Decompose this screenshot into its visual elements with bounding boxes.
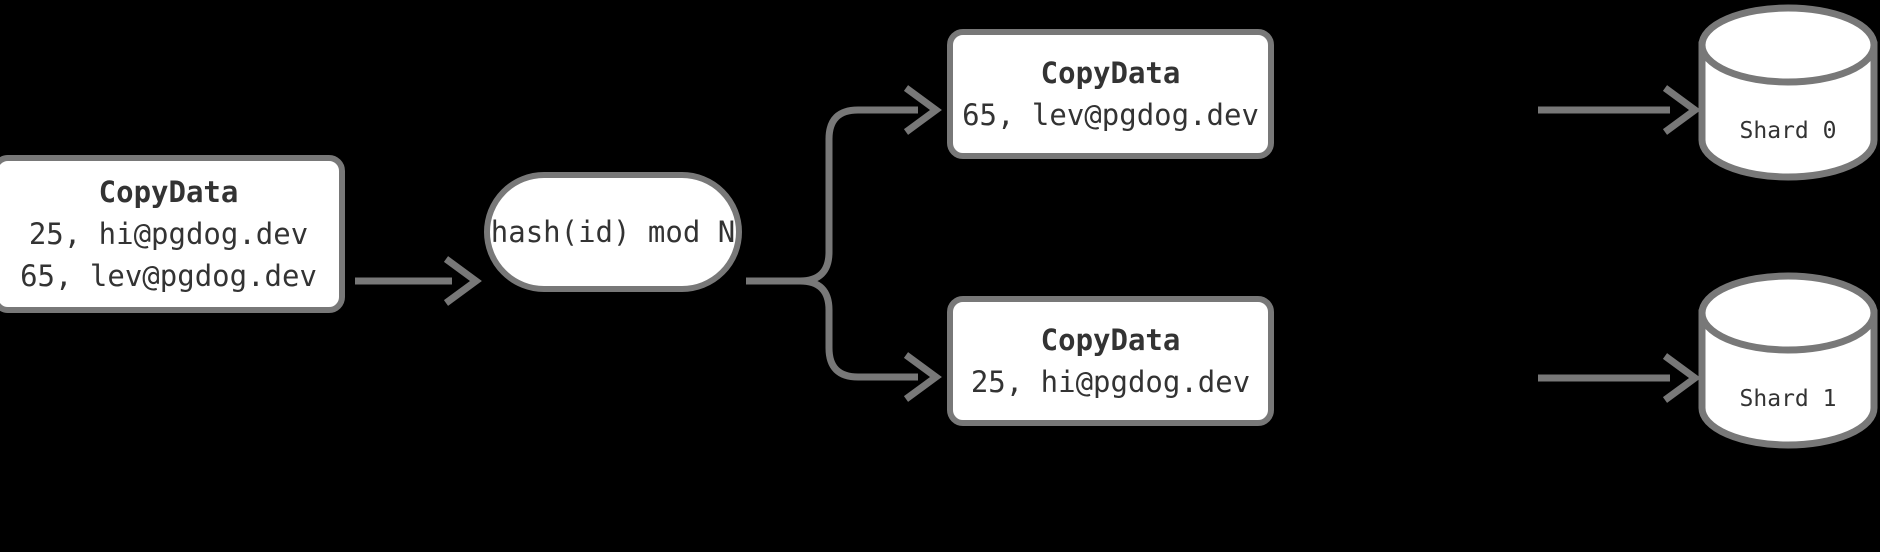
node-hash-router[interactable]: hash(id) mod N (484, 172, 742, 292)
edge-shard0-payload-to-shard0 (1538, 85, 1701, 135)
shard1-copydata-title: CopyData (1040, 322, 1181, 357)
node-shard-0[interactable]: Shard 0 (1702, 118, 1874, 152)
source-copydata-row-1: 65, lev@pgdog.dev (20, 259, 317, 294)
edge-source-to-router (355, 256, 482, 306)
shard-1-label: Shard 1 (1739, 386, 1837, 412)
shard-1-cylinder-icon[interactable] (1698, 272, 1878, 449)
shard-0-label: Shard 0 (1739, 118, 1837, 144)
node-shard-1[interactable]: Shard 1 (1702, 386, 1874, 420)
source-copydata-row-0: 25, hi@pgdog.dev (28, 216, 309, 251)
source-copydata-title: CopyData (98, 174, 239, 209)
shard-0-cylinder-icon[interactable] (1698, 4, 1878, 181)
node-source-copydata[interactable]: CopyData 25, hi@pgdog.dev 65, lev@pgdog.… (0, 155, 345, 313)
edge-router-to-shard0-payload (799, 85, 942, 285)
shard0-copydata-title: CopyData (1040, 55, 1181, 90)
edge-shard1-payload-to-shard1 (1538, 353, 1701, 403)
node-shard1-copydata[interactable]: CopyData 25, hi@pgdog.dev (947, 296, 1274, 426)
hash-router-label: hash(id) mod N (490, 215, 736, 249)
shard1-copydata-row-0: 25, hi@pgdog.dev (970, 365, 1251, 399)
shard0-copydata-row-0: 65, lev@pgdog.dev (962, 98, 1259, 132)
edge-router-to-shard1-payload (799, 277, 942, 402)
node-shard0-copydata[interactable]: CopyData 65, lev@pgdog.dev (947, 29, 1274, 159)
